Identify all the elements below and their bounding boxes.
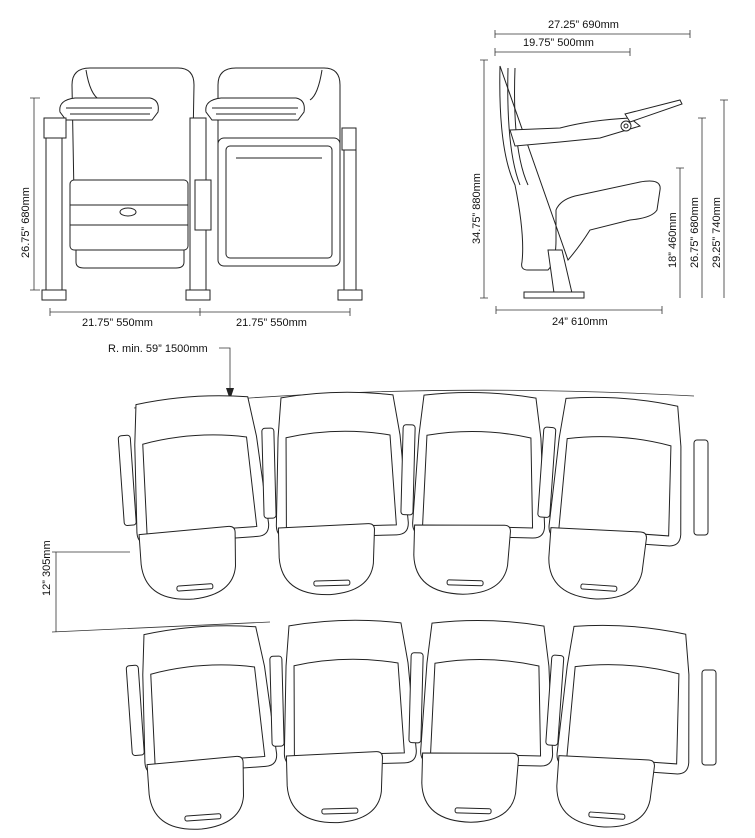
plan-seat-arm [408,652,424,744]
plan-seat-shell [134,395,270,545]
radius-label: R. min. 59” 1500mm [108,343,208,355]
plan-seat-tablet-handle [580,583,618,592]
plan-seat-cushion [422,431,534,529]
plan-seat-tablet [548,527,647,600]
plan-seat-cushion [285,430,397,529]
side-tablet-height-label: 29.25” 740mm [711,197,723,268]
plan-seat-arm [261,427,277,519]
side-total-height-label: 34.75” 880mm [471,173,483,244]
plan-view: R. min. 59” 1500mm 12” 305mm [41,343,695,633]
plan-seat-unit [261,391,409,596]
plan-seat-end-arm [693,439,709,536]
side-overall-depth-label: 27.25” 690mm [548,19,619,31]
plan-seat-tablet-handle [184,813,222,822]
plan-seat-unit [537,396,682,600]
plan-seat-cushion [430,659,542,757]
plan-seat-tablet [138,525,236,600]
plan-seat-tablet-handle [454,807,492,815]
plan-seat-unit [125,625,278,830]
plan-seat-shell [412,392,546,539]
plan-seat-shell [275,391,409,539]
plan-seat-unit [117,395,270,600]
plan-seat-tablet-handle [313,579,351,587]
plan-seat-cushion [142,434,258,535]
plan-seat-arm [545,654,565,746]
plan-seat-arm [269,655,285,747]
front-height-label: 26.75” 680mm [20,187,32,258]
plan-seat-cushion [566,664,680,765]
plan-seat-unit [269,619,417,824]
plan-seat-unit [545,624,690,828]
plan-seat-arm [117,434,137,526]
plan-seat-tablet-handle [321,807,359,815]
plan-seat-tablet-handle [588,811,626,820]
side-seat-height-label: 18” 460mm [667,212,679,268]
side-base-depth-label: 24” 610mm [552,316,608,328]
plan-seat-cushion [558,436,672,537]
row-offset-label: 12” 305mm [41,540,53,596]
plan-seat-shell [142,625,278,775]
plan-seat-unit [400,392,546,595]
front-width-right-label: 21.75” 550mm [236,317,307,329]
plan-seat-arm [400,424,416,516]
plan-seat-unit [408,620,554,823]
plan-seat-tablet [413,524,511,595]
front-width-left-label: 21.75” 550mm [82,317,153,329]
plan-seat-tablet [146,755,244,830]
plan-seat-tablet [285,751,383,824]
plan-seat-cushion [150,664,266,765]
plan-seat-tablet [556,755,655,828]
plan-seat-end-arm [701,669,717,766]
plan-seat-arm [537,426,557,518]
plan-seat-tablet-handle [446,579,484,587]
plan-seats [117,391,717,830]
plan-seat-cushion [293,658,405,757]
plan-seat-tablet [421,752,519,823]
side-depth-label: 19.75” 500mm [523,37,594,49]
plan-seat-tablet [277,523,375,596]
plan-seat-arm [125,664,145,756]
plan-seat-shell [420,620,554,767]
side-view: 27.25” 690mm 19.75” 500mm 34.75” 880mm 1… [471,19,728,328]
plan-seat-shell [283,619,417,767]
side-arm-height-label: 26.75” 680mm [689,197,701,268]
plan-seat-tablet-handle [176,583,214,592]
front-view: 26.75” 680mm 21.75” 550mm 21.75” 550mm [20,67,363,329]
